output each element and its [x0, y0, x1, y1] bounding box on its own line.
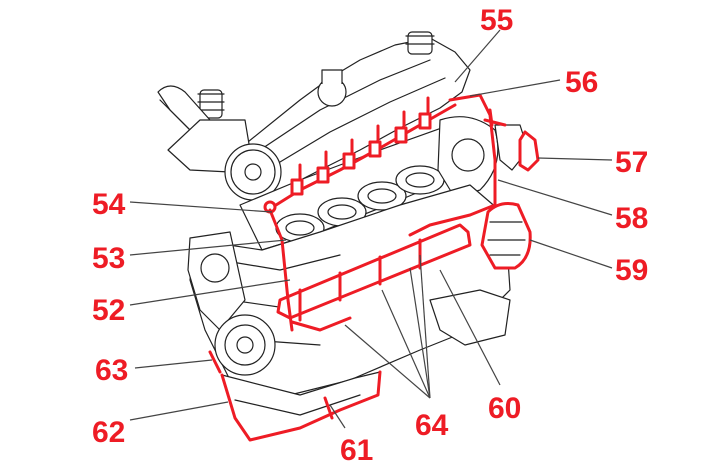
leader-57: [537, 157, 613, 161]
callout-56: 56: [565, 66, 598, 99]
engine-outline: [157, 31, 531, 441]
leader-55: [454, 29, 501, 83]
callout-61: 61: [340, 434, 373, 467]
callout-labels: 55 56 57 58 59 60 61 62 63 64 54 53 52: [92, 4, 648, 467]
callout-64: 64: [415, 409, 449, 442]
leader-58: [497, 179, 613, 216]
callout-55: 55: [480, 4, 513, 37]
callout-52: 52: [92, 294, 125, 327]
leader-56: [469, 79, 561, 97]
leader-61: [329, 404, 346, 429]
callout-62: 62: [92, 416, 125, 449]
leader-64: [344, 254, 431, 399]
leader-53: [129, 239, 287, 256]
highlighted-components: [208, 93, 540, 442]
callout-63: 63: [95, 354, 128, 387]
leader-59: [529, 239, 613, 269]
leader-63: [134, 359, 213, 369]
leader-62: [129, 401, 229, 421]
leader-lines: [129, 29, 613, 429]
leader-52: [129, 279, 291, 306]
callout-54: 54: [92, 188, 126, 221]
callout-60: 60: [488, 392, 521, 425]
callout-57: 57: [615, 146, 648, 179]
callout-58: 58: [615, 202, 648, 235]
leader-54: [129, 201, 273, 213]
callout-53: 53: [92, 242, 125, 275]
callout-59: 59: [615, 254, 648, 287]
leader-60: [439, 269, 501, 386]
